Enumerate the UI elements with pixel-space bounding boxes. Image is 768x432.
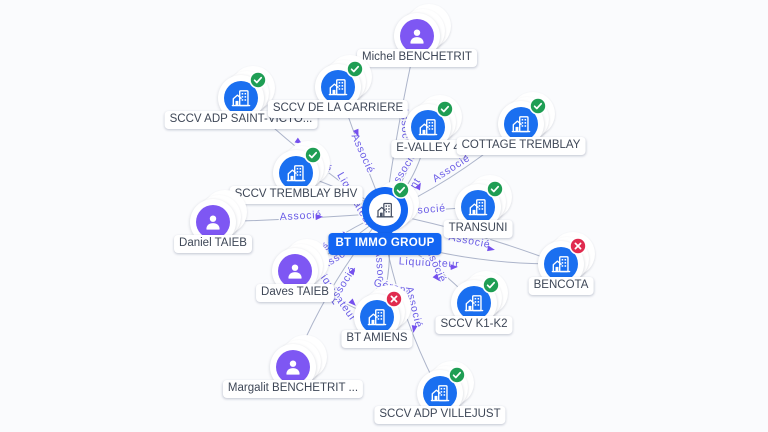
node-bencota[interactable]: BENCOTA (528, 232, 595, 295)
node-villejust[interactable]: SCCV ADP VILLEJUST (374, 361, 506, 424)
node-transuni[interactable]: TRANSUNI (443, 175, 513, 238)
check-badge-icon (346, 60, 364, 78)
edge-arrow-icon (411, 325, 418, 333)
node-bhv[interactable]: SCCV TREMBLAY BHV (229, 141, 363, 204)
person-chip (196, 205, 230, 239)
person-chip (400, 19, 434, 53)
building-icon (467, 196, 489, 218)
edge-arrow-icon (348, 267, 356, 276)
check-badge-icon (529, 97, 547, 115)
node-disc (315, 64, 361, 110)
person-icon (284, 260, 306, 282)
node-label: COTTAGE TREMBLAY (456, 137, 586, 155)
edge-arrow-icon (432, 273, 440, 282)
building-icon (375, 200, 395, 220)
building-icon (327, 76, 349, 98)
node-label: SCCV TREMBLAY BHV (229, 186, 363, 204)
node-label: BT AMIENS (341, 330, 413, 348)
node-disc (273, 150, 319, 196)
node-label: SCCV ADP VILLEJUST (374, 406, 506, 424)
building-icon (285, 162, 307, 184)
node-carriere[interactable]: SCCV DE LA CARRIERE (267, 55, 409, 118)
building-icon (366, 306, 388, 328)
edge-arrow-icon (414, 182, 421, 191)
node-label: TRANSUNI (443, 220, 513, 238)
edge-arrow-icon (315, 214, 323, 221)
node-label: Michel BENCHETRIT (357, 49, 477, 67)
edge-label: Associé (373, 249, 388, 292)
check-badge-icon (448, 366, 466, 384)
edge-label: Liquidateur (399, 255, 460, 270)
edge-arrow-icon (353, 128, 359, 137)
person-chip (276, 350, 310, 384)
node-label: Daniel TAIEB (174, 235, 252, 253)
check-badge-icon (249, 71, 267, 89)
person-icon (406, 25, 428, 47)
building-icon (463, 292, 485, 314)
node-label: Daves TAIEB (256, 284, 334, 302)
map-pin-building-icon (362, 187, 408, 243)
check-badge-icon (392, 181, 410, 199)
building-icon (429, 382, 451, 404)
building-icon (230, 87, 252, 109)
central-node-label: BT IMMO GROUP (328, 233, 442, 255)
node-daniel[interactable]: Daniel TAIEB (174, 190, 252, 253)
person-chip (278, 254, 312, 288)
building-icon (417, 116, 439, 138)
check-badge-icon (304, 146, 322, 164)
check-badge-icon (436, 100, 454, 118)
edge-arrow-icon (450, 264, 458, 271)
node-btamiens[interactable]: BT AMIENS (341, 285, 413, 348)
pin-inner-circle (369, 194, 401, 226)
node-label: Margalit BENCHETRIT ... (222, 380, 364, 398)
edge-arrow-icon (487, 245, 495, 252)
node-evalley[interactable]: E-VALLEY 4 (391, 95, 465, 158)
person-icon (202, 211, 224, 233)
building-icon (550, 253, 572, 275)
node-label: SCCV DE LA CARRIERE (267, 100, 409, 118)
node-central[interactable]: BT IMMO GROUP (328, 181, 442, 255)
node-k1k2[interactable]: SCCV K1-K2 (435, 271, 513, 334)
cross-badge-icon (569, 237, 587, 255)
edge-arrow-icon (348, 298, 356, 306)
edge-arrow-icon (401, 169, 407, 178)
person-icon (282, 356, 304, 378)
node-margalit[interactable]: Margalit BENCHETRIT ... (222, 335, 364, 398)
node-daves[interactable]: Daves TAIEB (256, 239, 334, 302)
edge-label: Associé (279, 209, 322, 223)
node-cottage[interactable]: COTTAGE TREMBLAY (456, 92, 586, 155)
node-label: E-VALLEY 4 (391, 140, 465, 158)
node-disc (405, 104, 451, 150)
check-badge-icon (482, 276, 500, 294)
building-icon (510, 113, 532, 135)
node-label: SCCV K1-K2 (435, 316, 513, 334)
cross-badge-icon (385, 290, 403, 308)
node-saint_victo[interactable]: SCCV ADP SAINT-VICTO... (164, 66, 318, 129)
check-badge-icon (486, 180, 504, 198)
node-michel[interactable]: Michel BENCHETRIT (357, 4, 477, 67)
node-label: BENCOTA (528, 277, 594, 295)
